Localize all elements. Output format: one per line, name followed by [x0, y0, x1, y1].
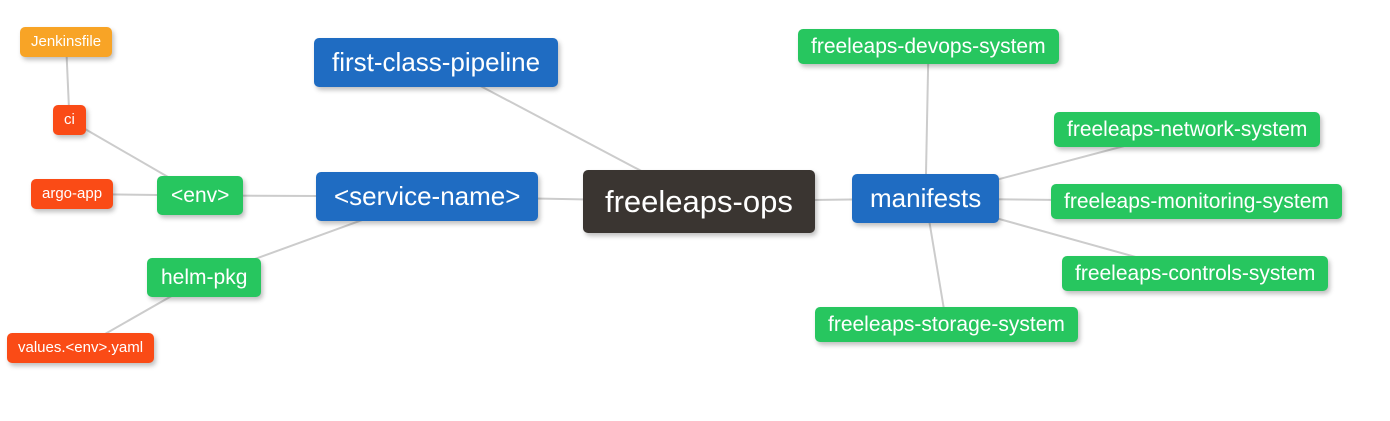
node-helm-pkg[interactable]: helm-pkg: [147, 258, 262, 298]
node-jenkinsfile[interactable]: Jenkinsfile: [20, 27, 113, 57]
node-freeleaps-devops-system[interactable]: freeleaps-devops-system: [798, 29, 1059, 65]
node-freeleaps-monitoring-system[interactable]: freeleaps-monitoring-system: [1051, 184, 1342, 220]
node-service-name[interactable]: <service-name>: [316, 172, 539, 222]
edge-manifests--freeleaps-devops-system: [924, 46, 930, 199]
node-freeleaps-network-system[interactable]: freeleaps-network-system: [1054, 112, 1321, 148]
node-manifests[interactable]: manifests: [852, 174, 1000, 224]
node-freeleaps-storage-system[interactable]: freeleaps-storage-system: [815, 307, 1078, 343]
node-values-env-yaml[interactable]: values.<env>.yaml: [7, 333, 155, 363]
node-freeleaps-controls-system[interactable]: freeleaps-controls-system: [1062, 256, 1329, 292]
node-env[interactable]: <env>: [157, 176, 244, 216]
node-argo-app[interactable]: argo-app: [31, 179, 114, 209]
node-ci[interactable]: ci: [53, 105, 86, 135]
node-freeleaps-ops[interactable]: freeleaps-ops: [583, 170, 815, 234]
node-first-class-pipeline[interactable]: first-class-pipeline: [314, 38, 559, 88]
